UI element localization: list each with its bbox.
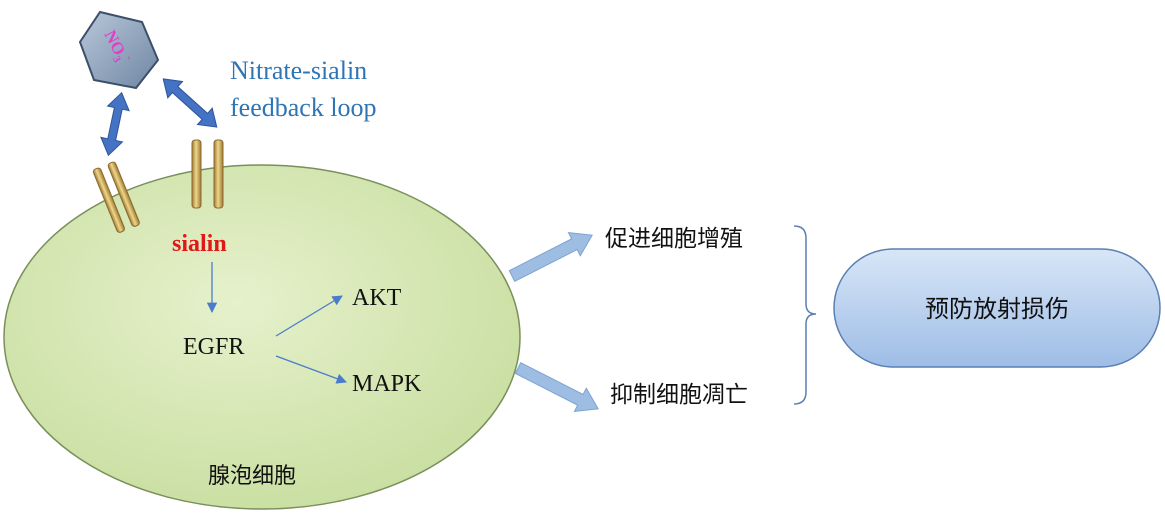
receptor-left (92, 161, 140, 233)
nitrate-ion-icon: NO3- (78, 10, 160, 90)
loop-label-line2: feedback loop (230, 93, 377, 122)
arrow-to-proliferation (508, 232, 594, 283)
arrow-egfr-to-akt (275, 295, 343, 337)
sialin-label: sialin (172, 231, 227, 257)
outcome-label: 预防放射损伤 (925, 295, 1069, 323)
receptor-right (191, 139, 224, 209)
double-arrow-right (162, 78, 218, 128)
egfr-label: EGFR (183, 334, 244, 360)
outcome-pill (833, 248, 1161, 368)
effect-proliferation-label: 促进细胞增殖 (605, 226, 743, 252)
acinar-cell (3, 164, 521, 510)
cell-label: 腺泡细胞 (208, 464, 296, 489)
double-arrow-left (100, 91, 130, 157)
mapk-label: MAPK (352, 371, 422, 397)
arrow-egfr-to-mapk (275, 355, 347, 384)
bracket (793, 225, 817, 405)
arrow-to-apoptosis (514, 361, 600, 412)
akt-label: AKT (352, 285, 402, 311)
loop-label-line1: Nitrate-sialin (230, 56, 367, 85)
effect-apoptosis-label: 抑制细胞凋亡 (610, 382, 748, 408)
